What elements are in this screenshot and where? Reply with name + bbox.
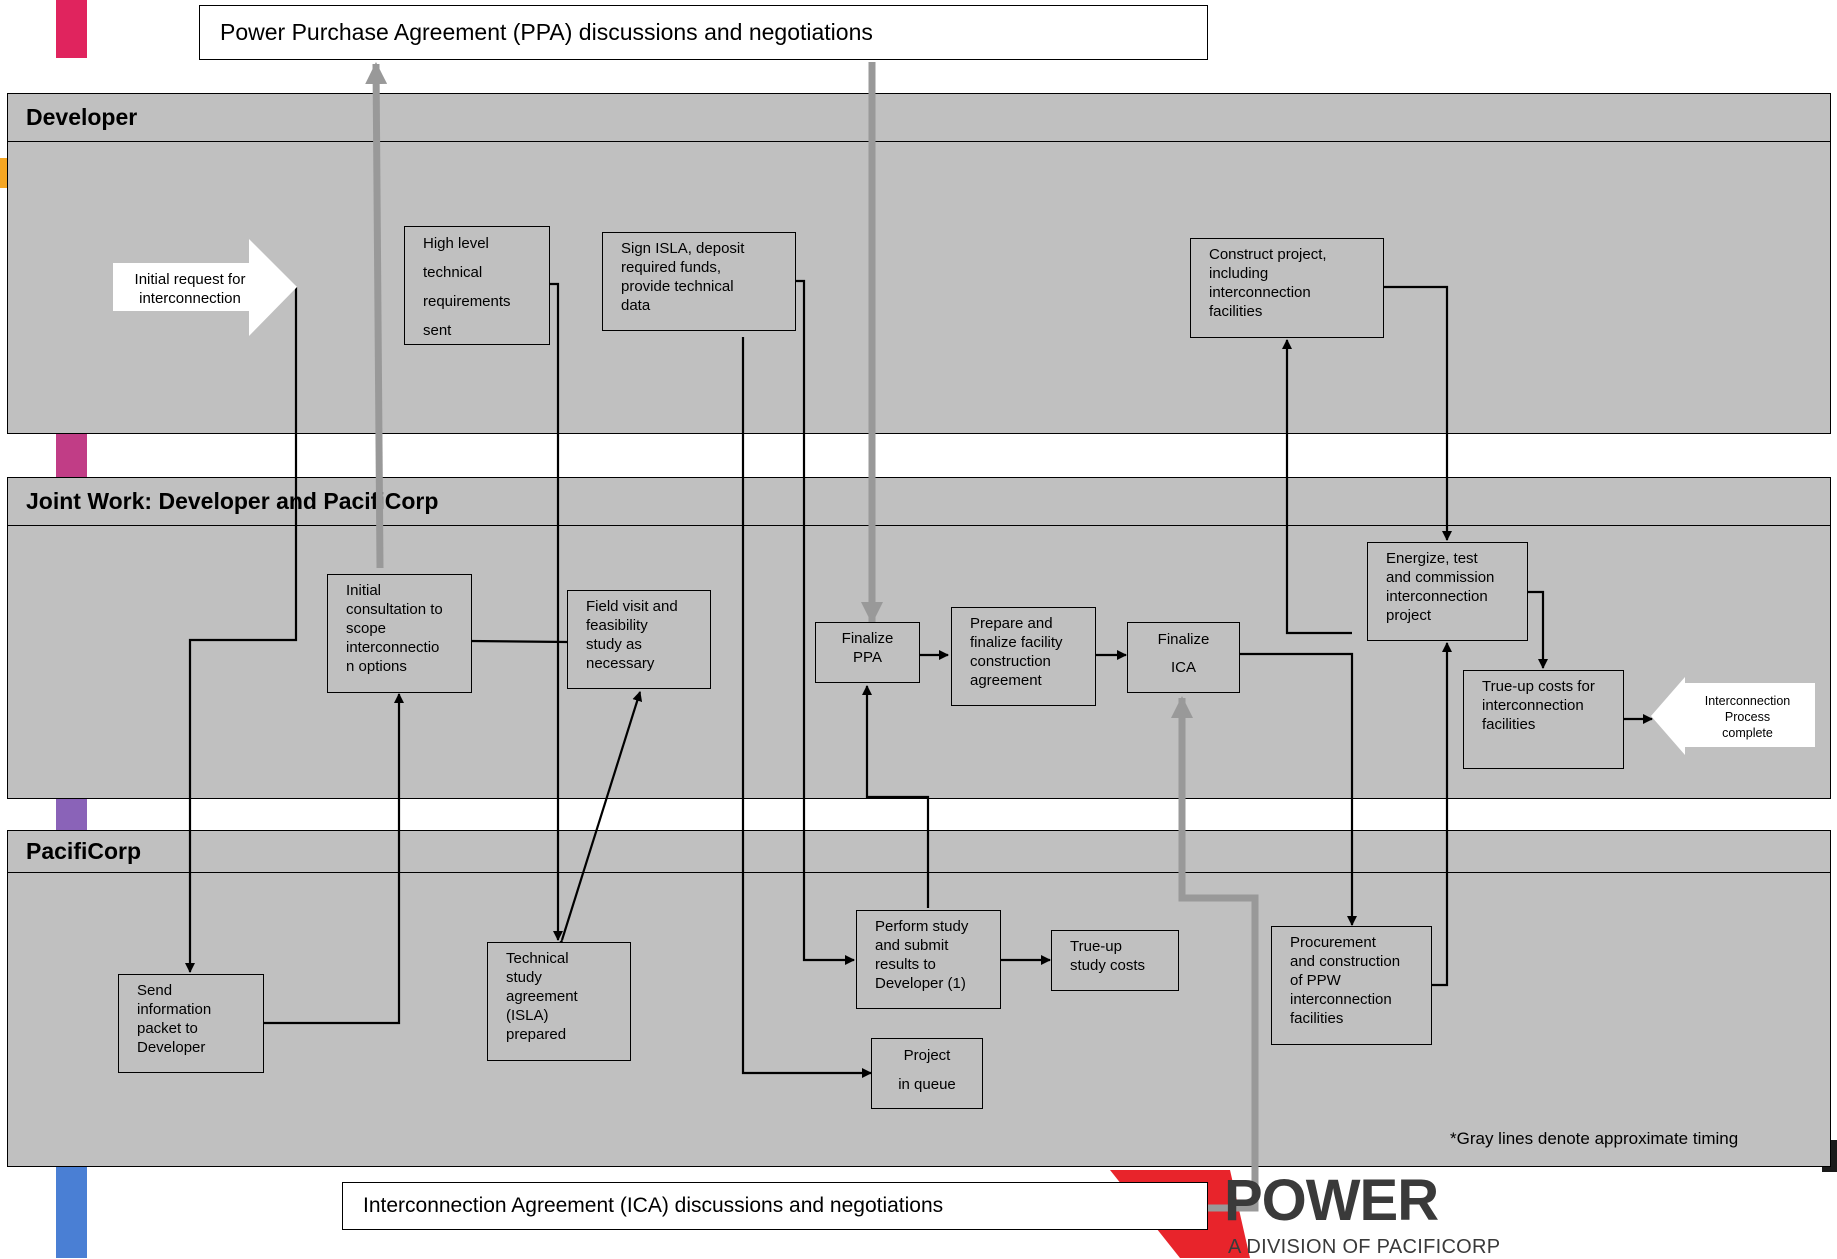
lane-title-developer: Developer — [8, 94, 1830, 142]
accent-bar-blue — [56, 1165, 87, 1258]
step-sign-isla: Sign ISLA, deposit required funds, provi… — [602, 232, 796, 331]
step-initial-consultation: Initial consultation to scope interconne… — [327, 574, 472, 693]
logo-tagline: A DIVISION OF PACIFICORP — [1228, 1236, 1501, 1258]
lane-developer: Developer — [7, 93, 1831, 434]
end-arrow-label: Interconnection Process complete — [1704, 694, 1791, 740]
accent-bar-pink — [56, 0, 87, 58]
start-arrow-label: Initial request for interconnection — [134, 271, 246, 307]
step-high-level-requirements: High level technical requirements sent — [404, 226, 550, 345]
end-arrow — [1651, 677, 1815, 755]
logo-wordmark: POWER — [1224, 1168, 1439, 1233]
step-finalize-ica: Finalize ICA — [1127, 622, 1240, 693]
step-field-visit: Field visit and feasibility study as nec… — [567, 590, 711, 689]
ppa-negotiations-band: Power Purchase Agreement (PPA) discussio… — [199, 5, 1208, 60]
accent-bar-magenta — [56, 430, 87, 478]
accent-bar-orange — [0, 158, 7, 188]
step-trueup-study: True-up study costs — [1051, 930, 1179, 991]
step-procurement: Procurement and construction of PPW inte… — [1271, 926, 1432, 1045]
lane-title-joint-work: Joint Work: Developer and PacifiCorp — [8, 478, 1830, 526]
timing-note: *Gray lines denote approximate timing — [1450, 1129, 1739, 1148]
accent-bar-purple — [56, 798, 87, 830]
step-perform-study: Perform study and submit results to Deve… — [856, 910, 1001, 1009]
step-project-queue: Project in queue — [871, 1038, 983, 1109]
step-send-info-packet: Send information packet to Developer — [118, 974, 264, 1073]
step-finalize-ppa: Finalize PPA — [815, 622, 920, 683]
step-energize-test: Energize, test and commission interconne… — [1367, 542, 1528, 641]
step-prepare-facility-agreement: Prepare and finalize facility constructi… — [951, 607, 1096, 706]
ica-negotiations-band: Interconnection Agreement (ICA) discussi… — [342, 1182, 1208, 1230]
step-construct-project: Construct project, including interconnec… — [1190, 238, 1384, 338]
lane-title-pacificorp: PacifiCorp — [8, 831, 1830, 873]
start-arrow — [113, 239, 297, 336]
step-trueup-facilities: True-up costs for interconnection facili… — [1463, 670, 1624, 769]
step-isla-prepared: Technical study agreement (ISLA) prepare… — [487, 942, 631, 1061]
